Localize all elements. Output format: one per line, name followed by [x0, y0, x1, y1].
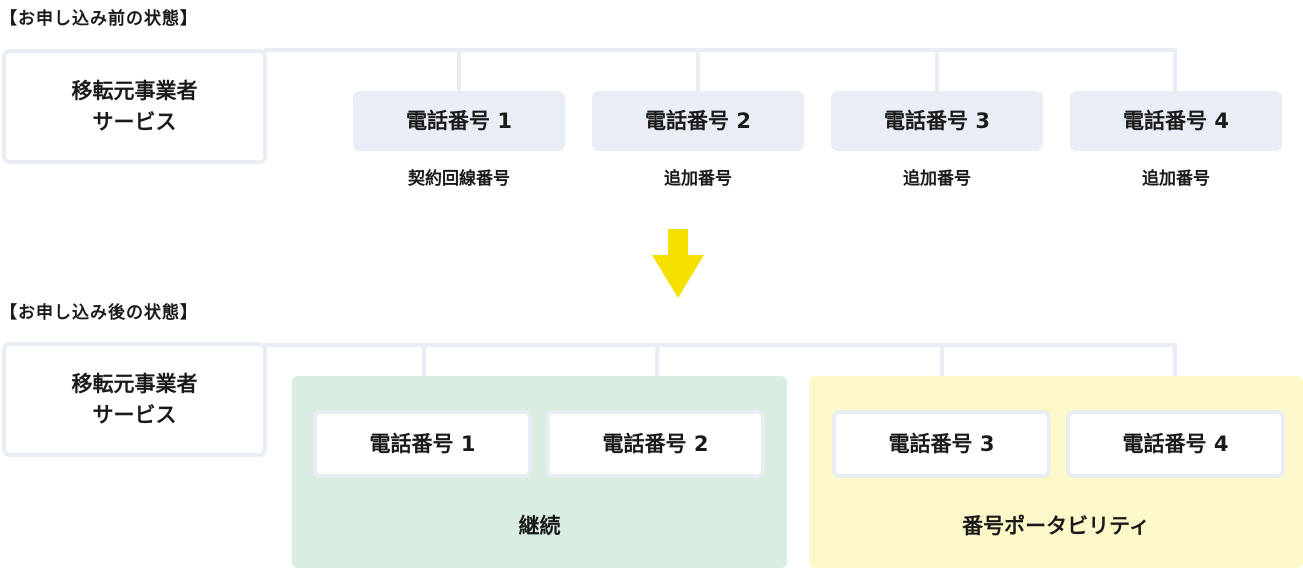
number-portability-label: 番号ポータビリティ	[962, 514, 1150, 538]
after-provider-box: 移転元事業者 サービス	[2, 342, 267, 457]
after-phone-1: 電話番号 1	[313, 410, 532, 478]
after-phone-3: 電話番号 3	[832, 410, 1051, 478]
before-connector-bus	[264, 48, 1177, 91]
before-phone-1-sublabel: 契約回線番号	[408, 169, 510, 189]
before-provider-box: 移転元事業者 サービス	[2, 49, 267, 164]
before-phone-3: 電話番号 3	[831, 91, 1043, 151]
before-phone-3-sublabel: 追加番号	[903, 169, 971, 189]
after-heading: 【お申し込み後の状態】	[0, 303, 198, 323]
after-phone-2: 電話番号 2	[546, 410, 765, 478]
continuation-label: 継続	[518, 514, 561, 538]
before-phone-2-sublabel: 追加番号	[664, 169, 732, 189]
before-phone-4-sublabel: 追加番号	[1142, 169, 1210, 189]
before-phone-2: 電話番号 2	[592, 91, 804, 151]
before-heading: 【お申し込み前の状態】	[0, 9, 198, 29]
before-phone-1: 電話番号 1	[353, 91, 565, 151]
down-arrow-icon	[652, 229, 704, 298]
before-phone-4: 電話番号 4	[1070, 91, 1282, 151]
after-phone-4: 電話番号 4	[1066, 410, 1285, 478]
